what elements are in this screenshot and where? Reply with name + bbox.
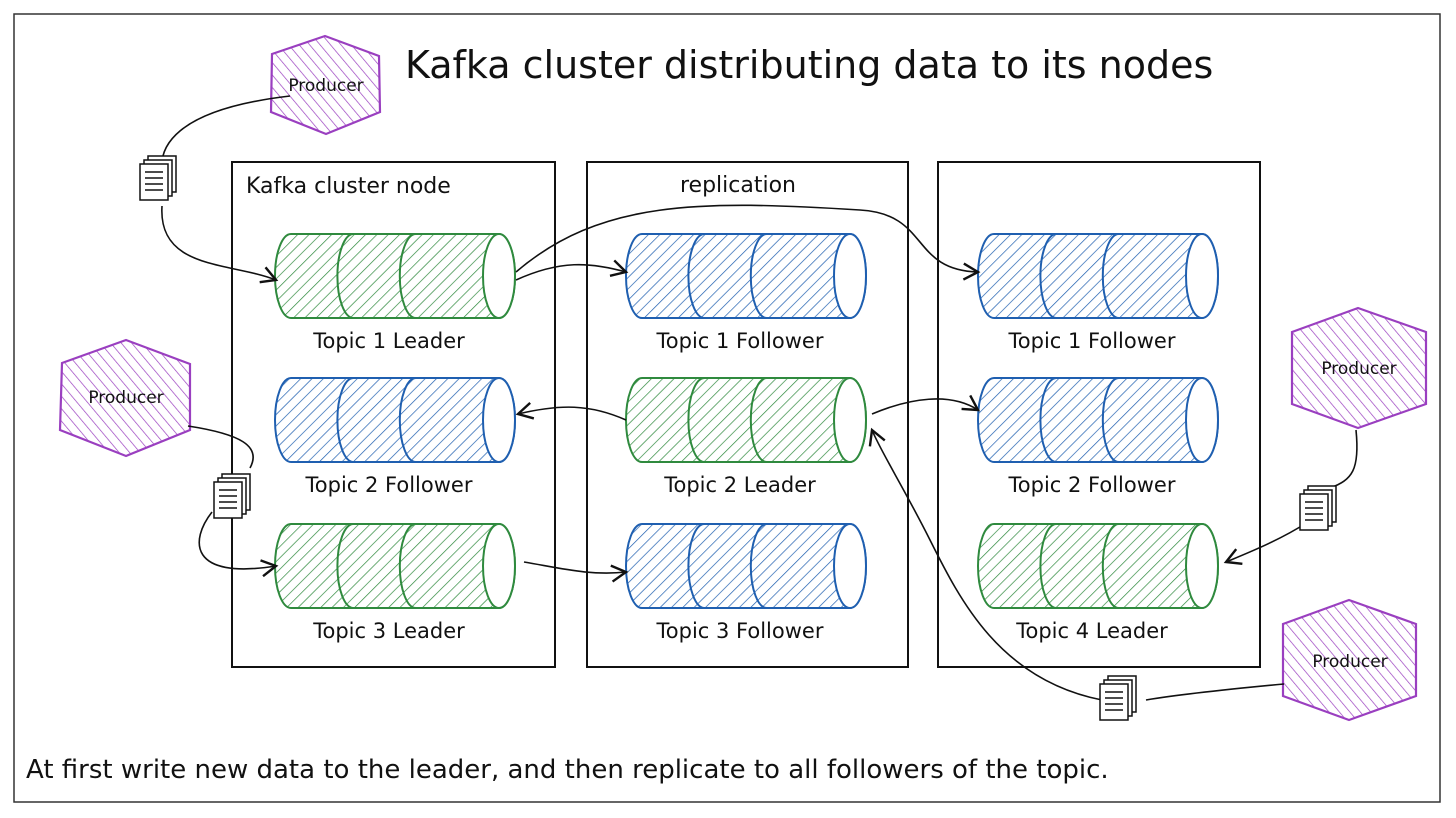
cylinder-segment [749,377,767,463]
cylinder-segment [398,233,416,319]
cylinder-segment [1101,233,1119,319]
cylinder-segment [336,233,354,319]
cylinder-body [274,377,516,463]
cylinder-cap [1185,523,1219,609]
topic-follower: Topic 2 Follower [274,377,516,497]
cylinder-segment [1039,523,1057,609]
topic-label: Topic 2 Follower [1008,473,1176,497]
topic-follower: Topic 1 Follower [977,233,1219,353]
producer-label: Producer [288,76,363,96]
cylinder-cap [482,523,516,609]
hexagon-icon [1281,598,1418,722]
cylinder-body [625,523,867,609]
hexagon-icon [269,34,382,136]
topic-follower: Topic 2 Follower [977,377,1219,497]
topic-follower: Topic 3 Follower [625,523,867,643]
replication-arrow [515,259,629,281]
producer-top-left: Producer [269,34,382,136]
replication-arrow [515,401,627,421]
cylinder-segment [1101,523,1119,609]
cylinder-segment [1039,233,1057,319]
cluster-node-3 [937,161,1261,668]
topic-label: Topic 4 Leader [1015,619,1168,643]
write-path [161,205,279,284]
cylinder-segment [687,233,705,319]
write-path [868,427,1103,701]
document-stack-icon [1099,675,1137,721]
cylinder-body [977,377,1219,463]
producer-left: Producer [58,338,192,458]
cylinder-segment [336,523,354,609]
cylinder-segment [1039,377,1057,463]
producer-label: Producer [1321,359,1396,379]
outer-frame [13,13,1441,803]
replication-arrow [523,561,629,583]
document-stack-icon [213,473,251,519]
topic-leader: Topic 2 Leader [625,377,867,497]
cylinder-segment [336,377,354,463]
hexagon-icon [58,338,192,458]
topic-label: Topic 2 Leader [663,473,816,497]
cylinder-body [625,377,867,463]
cylinder-cap [482,377,516,463]
topic-leader: Topic 3 Leader [274,523,516,643]
cylinder-cap [482,233,516,319]
topic-follower: Topic 1 Follower [625,233,867,353]
topic-label: Topic 3 Follower [656,619,824,643]
producer-label: Producer [1312,652,1387,672]
write-path [1329,429,1358,489]
hexagon-icon [1290,306,1428,430]
cylinder-segment [749,233,767,319]
cylinder-segment [398,377,416,463]
producer-right: Producer [1290,306,1428,430]
topic-leader: Topic 4 Leader [977,523,1219,643]
cylinder-body [274,523,516,609]
cylinder-body [274,233,516,319]
write-path [187,425,254,469]
cylinder-cap [833,523,867,609]
cylinder-segment [687,523,705,609]
document-stack-icon [139,155,177,201]
write-path [1223,521,1309,566]
topic-label: Topic 1 Follower [1008,329,1176,353]
cylinder-cap [833,233,867,319]
document-stack-icon [1299,485,1337,531]
cluster-node-2-label: replication [680,173,796,198]
cylinder-body [977,233,1219,319]
replication-arrow [515,204,981,281]
topic-label: Topic 2 Follower [305,473,473,497]
diagram-caption: At first write new data to the leader, a… [26,755,1109,785]
topic-label: Topic 3 Leader [312,619,465,643]
replication-arrow [871,394,981,415]
replication-paths [515,204,981,583]
topic-label: Topic 1 Leader [312,329,465,353]
cylinder-segment [687,377,705,463]
cylinder-segment [1101,377,1119,463]
cylinder-body [625,233,867,319]
producer-bottom-right: Producer [1281,598,1418,722]
write-path [1145,683,1285,701]
cluster-node-2: replication [586,161,909,668]
cluster-node-1: Kafka cluster node [231,161,556,668]
cylinder-body [977,523,1219,609]
cylinder-cap [1185,377,1219,463]
cylinder-segment [749,523,767,609]
diagram-title: Kafka cluster distributing data to its n… [405,43,1213,87]
producer-label: Producer [88,388,163,408]
topic-label: Topic 1 Follower [656,329,824,353]
cylinder-segment [398,523,416,609]
topic-leader: Topic 1 Leader [274,233,516,353]
write-path [198,511,279,578]
cluster-node-1-label: Kafka cluster node [246,174,451,199]
cylinder-cap [833,377,867,463]
cylinder-cap [1185,233,1219,319]
